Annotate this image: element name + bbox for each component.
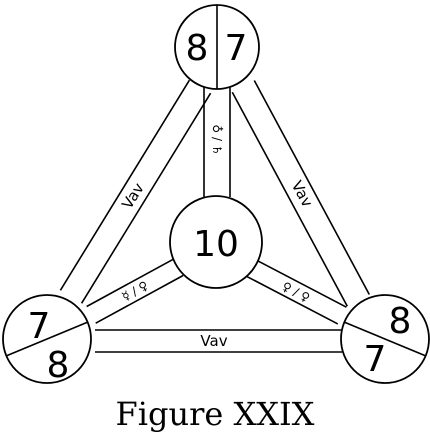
path-band-top-right-edge-a (253, 80, 371, 295)
outer-paths (59, 79, 371, 353)
circle-left: 7 8 (2, 294, 92, 386)
path-label-top-right: Vav (288, 178, 317, 211)
path-band-top-left-edge-b (80, 92, 212, 304)
path-label-center-right: ♀ / ♀ (280, 279, 312, 305)
circle-left-upper-number: 7 (28, 306, 51, 347)
circle-top-left-number: 8 (186, 28, 209, 69)
path-label-bottom: Vav (200, 332, 227, 350)
circle-right-divider (343, 321, 427, 357)
path-band-center-left-edge-a (86, 258, 175, 308)
circle-center-ring (169, 195, 263, 289)
circle-right: 8 7 (340, 294, 430, 384)
circle-top-right-number: 7 (225, 28, 248, 69)
circle-top: 8 7 (174, 4, 260, 90)
path-label-top-left: Vav (118, 180, 148, 213)
path-label-center-top: ♁ / ♄ (210, 124, 224, 155)
inner-paths (86, 86, 347, 325)
path-band-top-left-edge-a (59, 79, 191, 291)
path-band-center-right-edge-a (254, 258, 347, 308)
figure-caption: Figure XXIX (116, 395, 315, 433)
circle-right-upper-number: 8 (389, 301, 412, 342)
circle-right-lower-number: 7 (364, 339, 387, 380)
circle-left-lower-number: 8 (47, 345, 70, 386)
circle-left-divider (5, 321, 89, 357)
path-band-center-left-edge-b (95, 274, 184, 324)
circle-center: 10 (169, 195, 263, 289)
path-label-center-left: ☿ / ♀ (119, 278, 150, 304)
path-band-top-right-edge-b (231, 91, 349, 307)
path-band-center-right-edge-b (246, 275, 339, 325)
circle-center-number: 10 (193, 224, 239, 265)
